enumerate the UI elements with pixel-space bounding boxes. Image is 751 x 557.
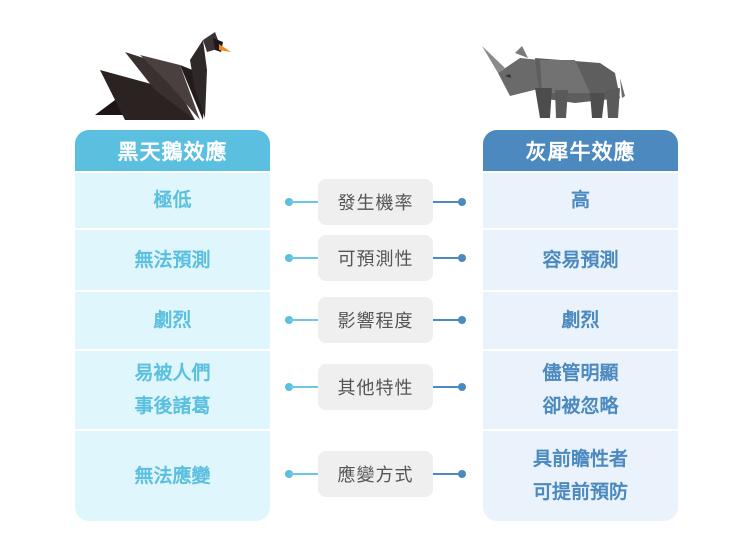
criterion-impact: 影響程度 xyxy=(284,297,466,343)
grey-rhino-other: 儘管明顯卻被忽略 xyxy=(483,349,678,429)
connector-line xyxy=(433,201,461,203)
connector-line xyxy=(433,386,461,388)
connector-dot xyxy=(458,198,466,206)
connector-dot xyxy=(458,383,466,391)
grey-rhino-column: 灰犀牛效應 高 容易預測 劇烈 儘管明顯卻被忽略 具前瞻性者可提前預防 xyxy=(483,130,678,521)
black-swan-header: 黑天鵝效應 xyxy=(75,130,270,171)
grey-rhino-response: 具前瞻性者可提前預防 xyxy=(483,429,678,521)
black-swan-probability: 極低 xyxy=(75,171,270,228)
criterion-other: 其他特性 xyxy=(284,364,466,410)
criterion-probability: 發生機率 xyxy=(284,179,466,225)
criterion-label: 應變方式 xyxy=(318,451,433,497)
grey-rhino-icon xyxy=(482,46,625,118)
criterion-label: 發生機率 xyxy=(318,179,433,225)
connector-line xyxy=(433,473,461,475)
criterion-predictability: 可預測性 xyxy=(284,235,466,281)
black-swan-impact: 劇烈 xyxy=(75,290,270,349)
grey-rhino-predictability: 容易預測 xyxy=(483,228,678,290)
grey-rhino-impact: 劇烈 xyxy=(483,290,678,349)
grey-rhino-probability: 高 xyxy=(483,171,678,228)
connector-dot xyxy=(458,316,466,324)
connector-dot xyxy=(458,254,466,262)
black-swan-other: 易被人們事後諸葛 xyxy=(75,349,270,429)
black-swan-response: 無法應變 xyxy=(75,429,270,521)
grey-rhino-header: 灰犀牛效應 xyxy=(483,130,678,171)
connector-dot xyxy=(458,470,466,478)
criterion-label: 可預測性 xyxy=(318,235,433,281)
black-swan-column: 黑天鵝效應 極低 無法預測 劇烈 易被人們事後諸葛 無法應變 xyxy=(75,130,270,521)
criterion-response: 應變方式 xyxy=(284,451,466,497)
criterion-label: 其他特性 xyxy=(318,364,433,410)
connector-line xyxy=(433,257,461,259)
black-swan-icon xyxy=(95,32,231,120)
connector-line xyxy=(289,201,318,203)
black-swan-predictability: 無法預測 xyxy=(75,228,270,290)
connector-line xyxy=(289,386,318,388)
connector-line xyxy=(433,319,461,321)
criterion-label: 影響程度 xyxy=(318,297,433,343)
connector-line xyxy=(289,473,318,475)
connector-line xyxy=(289,319,318,321)
connector-line xyxy=(289,257,318,259)
